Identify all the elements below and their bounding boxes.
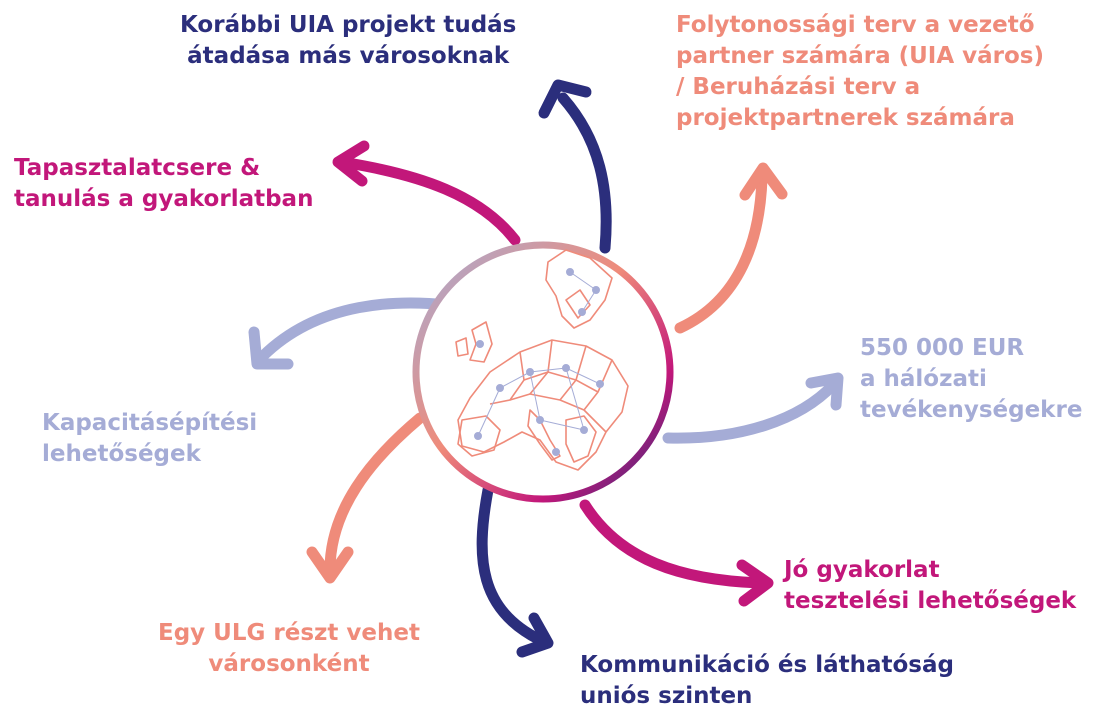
label-line: Kommunikáció és láthatóság <box>580 652 954 678</box>
label-line: tesztelési lehetőségek <box>784 588 1077 614</box>
label-capacity-building: Kapacitásépítési lehetőségek <box>42 408 257 470</box>
label-line: / Beruházási terv a <box>676 74 921 100</box>
label-line: a hálózati <box>860 366 987 392</box>
arrow-lower-right-head <box>736 559 774 607</box>
label-line: városonként <box>208 651 370 677</box>
arrow-upper-left <box>342 157 521 246</box>
label-line: Tapasztalatcsere & <box>14 155 261 181</box>
label-line: Folytonossági terv a vezető <box>676 12 1035 38</box>
arrow-left <box>257 297 454 362</box>
arrow-lower-right <box>579 499 766 589</box>
label-line: 550 000 EUR <box>860 335 1025 361</box>
arrow-top-head <box>538 79 592 119</box>
label-line: Jó gyakorlat <box>784 557 940 583</box>
label-line: tevékenységekre <box>860 397 1083 423</box>
label-continuity-plan: Folytonossági terv a vezető partner szám… <box>676 10 1044 134</box>
arrow-lower-left <box>324 412 426 576</box>
label-good-practice-testing: Jó gyakorlat tesztelési lehetőségek <box>784 555 1076 617</box>
arrow-bottom-head <box>516 612 554 658</box>
arrow-lower-left-head <box>306 546 354 584</box>
label-network-budget: 550 000 EUR a hálózati tevékenységekre <box>860 333 1082 426</box>
center-ring <box>412 241 674 503</box>
label-line: partner számára (UIA város) <box>676 43 1045 69</box>
label-line: Kapacitásépítési <box>42 410 258 436</box>
label-line: Egy ULG részt vehet <box>158 620 420 646</box>
arrow-right-head <box>805 372 844 411</box>
arrow-right <box>662 379 839 444</box>
arrow-left-head <box>248 326 294 370</box>
arrow-upper-left-head <box>332 140 370 187</box>
network-nodes <box>474 268 604 456</box>
label-one-ulg-per-city: Egy ULG részt vehet városonként <box>158 618 420 680</box>
label-knowledge-transfer: Korábbi UIA projekt tudás átadása más vá… <box>180 10 516 72</box>
label-line: Korábbi UIA projekt tudás <box>180 12 517 38</box>
arrow-top <box>557 92 612 254</box>
label-line: tanulás a gyakorlatban <box>14 186 314 212</box>
label-line: uniós szinten <box>580 683 753 709</box>
label-experience-exchange: Tapasztalatcsere & tanulás a gyakorlatba… <box>14 153 313 215</box>
arrow-top-right <box>674 172 768 334</box>
arrow-top-right-head <box>739 162 788 201</box>
label-line: lehetőségek <box>42 441 201 467</box>
label-line: átadása más városoknak <box>187 43 510 69</box>
label-line: projektpartnerek számára <box>676 105 1015 131</box>
label-communication-visibility: Kommunikáció és láthatóság uniós szinten <box>580 650 954 712</box>
arrow-bottom <box>476 484 546 646</box>
